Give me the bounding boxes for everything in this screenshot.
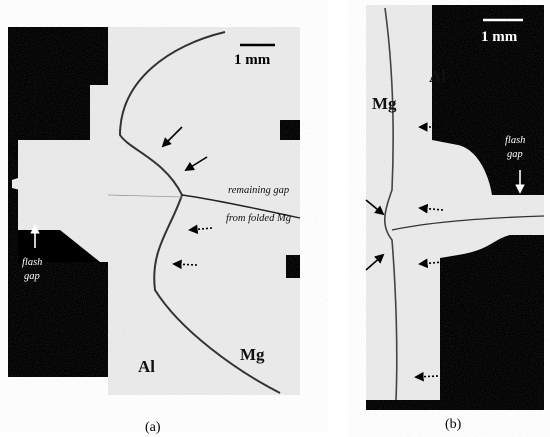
panel-a-micrograph	[8, 27, 301, 395]
arrow-a-1	[161, 126, 183, 148]
arrow-b-2	[365, 253, 385, 271]
arrow-a-2	[184, 156, 208, 172]
arrow-b-1	[365, 199, 385, 216]
flash-note-b-line2: gap	[507, 149, 523, 160]
flash-note-b-line1: flash	[505, 135, 525, 146]
material-label-a-al: Al	[138, 357, 155, 376]
flash-note-a-line1: flash	[22, 257, 42, 268]
panel-label-b: (b)	[445, 417, 462, 432]
gap-note-a-line1: remaining gap	[228, 185, 289, 196]
material-label-b-mg: Mg	[372, 94, 397, 113]
gap-note-a-line2: from folded Mg	[226, 213, 291, 224]
material-label-b-al: Al	[429, 67, 446, 86]
scale-label-a: 1 mm	[234, 52, 271, 68]
scale-label-b: 1 mm	[481, 29, 518, 45]
flash-note-a-line2: gap	[24, 271, 40, 282]
panel-b-micrograph	[366, 5, 545, 410]
material-label-a-mg: Mg	[240, 345, 265, 364]
panel-label-a: (a)	[145, 420, 161, 435]
